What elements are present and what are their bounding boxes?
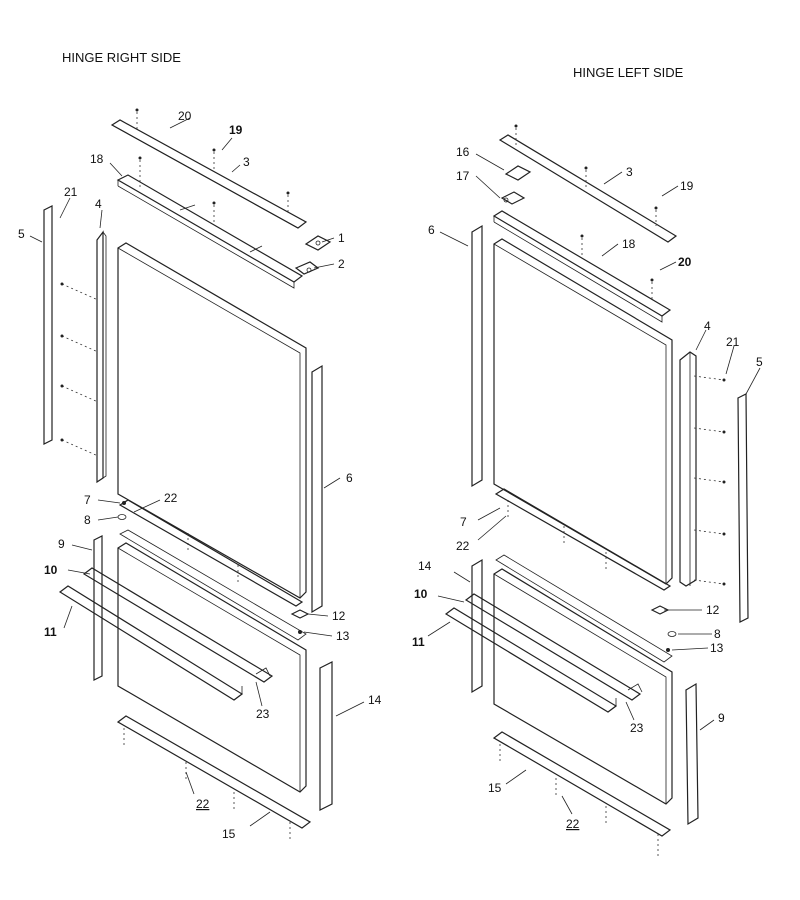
part-3-top-strip [498,124,678,243]
label-10: 10 [414,587,428,601]
part-12-clip [290,609,310,619]
part-6-side-trim [311,364,323,614]
part-11-rail [444,607,618,713]
label-1: 1 [338,231,345,245]
label-15: 15 [222,827,236,841]
part-8-clip [667,631,677,637]
label-23: 23 [256,707,270,721]
label-22-upper: 22 [164,491,178,505]
part-4-side-channel [679,351,697,587]
part-11-rail [58,585,244,701]
part-17-hinge-bracket [500,191,526,205]
part-21-side-strip [43,205,53,445]
part-13-pin [666,648,670,652]
part-18-top-channel [492,210,672,323]
label-20: 20 [678,255,692,269]
part-1-hinge [304,235,332,251]
part-4-side-channel [96,230,107,484]
label-14: 14 [418,559,432,573]
screws-side [60,282,99,457]
left-assembly: 16 17 3 19 6 18 20 4 21 5 7 22 14 10 11 … [412,124,763,856]
part-10-rail [464,593,642,701]
label-22-lower: 22 [566,817,580,831]
part-15-bottom-channel [492,731,672,856]
label-13: 13 [710,641,724,655]
label-20: 20 [178,109,192,123]
title-hinge-right-side: HINGE RIGHT SIDE [62,50,181,65]
label-9: 9 [58,537,65,551]
label-13: 13 [336,629,350,643]
label-7: 7 [84,493,91,507]
label-3: 3 [243,155,250,169]
label-19: 19 [229,123,243,137]
label-2: 2 [338,257,345,271]
right-leader-lines [29,117,365,827]
label-4: 4 [95,197,102,211]
label-3: 3 [626,165,633,179]
label-7: 7 [460,515,467,529]
label-16: 16 [456,145,470,159]
part-15-bottom-channel [116,715,312,840]
label-5: 5 [756,355,763,369]
part-5-side-strip [737,393,749,623]
screws-top-strip [135,108,290,213]
label-21: 21 [64,185,78,199]
label-12: 12 [706,603,720,617]
part-23-bracket [255,667,271,677]
part-23-bracket [627,683,643,693]
right-assembly: 20 19 3 18 1 2 5 21 4 6 7 8 22 9 10 11 1… [18,108,382,841]
left-leader-lines [427,153,761,815]
label-8: 8 [714,627,721,641]
label-15: 15 [488,781,502,795]
label-6: 6 [346,471,353,485]
label-11: 11 [44,625,57,639]
title-hinge-left-side: HINGE LEFT SIDE [573,65,684,80]
label-10: 10 [44,563,58,577]
label-5: 5 [18,227,25,241]
label-8: 8 [84,513,91,527]
upper-door-panel [493,238,673,585]
label-22-lower: 22 [196,797,210,811]
label-17: 17 [456,169,470,183]
label-12: 12 [332,609,346,623]
part-18-top-channel [116,156,304,289]
part-2-hinge-bracket [294,261,320,275]
label-9: 9 [718,711,725,725]
part-16-hinge [504,165,532,181]
part-20-top-strip [110,119,308,229]
screws-side [693,375,726,586]
lower-door-panel [117,529,307,793]
label-4: 4 [704,319,711,333]
part-9-side-strip [685,682,699,826]
label-11: 11 [412,635,425,649]
label-23: 23 [630,721,644,735]
label-14: 14 [368,693,382,707]
lower-door-panel [493,554,673,805]
part-10-rail [82,567,274,683]
label-6: 6 [428,223,435,237]
upper-bottom-channel [118,499,304,607]
part-6-side-trim [471,224,483,488]
label-19: 19 [680,179,694,193]
upper-bottom-channel [494,488,672,591]
part-14-side-strip [319,661,333,811]
label-22-upper: 22 [456,539,470,553]
part-9-vertical-strip [93,535,103,681]
upper-door-panel [117,242,307,599]
part-8-clip [117,514,127,520]
part-14-vertical-strip [471,558,483,694]
label-18: 18 [90,152,104,166]
label-21: 21 [726,335,740,349]
label-18: 18 [622,237,636,251]
